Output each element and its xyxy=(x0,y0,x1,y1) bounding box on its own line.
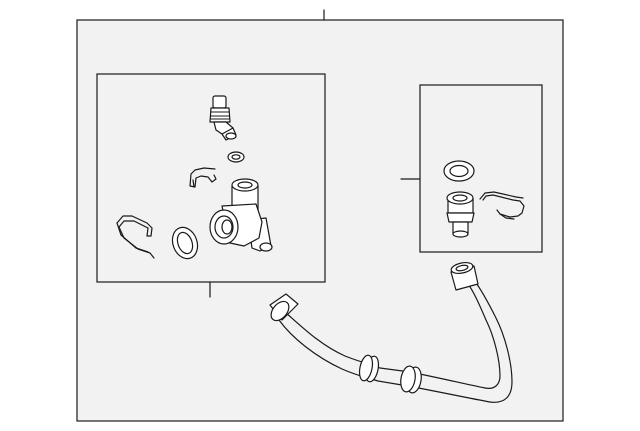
housing-gasket xyxy=(171,226,199,260)
outlet-housing xyxy=(209,178,273,252)
hose-connector xyxy=(446,191,475,238)
temperature-sensor xyxy=(209,95,237,141)
retaining-clip-small xyxy=(189,167,217,188)
right-inset-box xyxy=(419,84,543,253)
left-inset-box xyxy=(96,73,326,283)
coolant-hose xyxy=(269,262,513,403)
retaining-clip-large xyxy=(116,215,155,259)
connector-clip xyxy=(479,191,525,220)
hose-o-ring xyxy=(443,160,475,182)
small-o-ring xyxy=(227,151,245,163)
